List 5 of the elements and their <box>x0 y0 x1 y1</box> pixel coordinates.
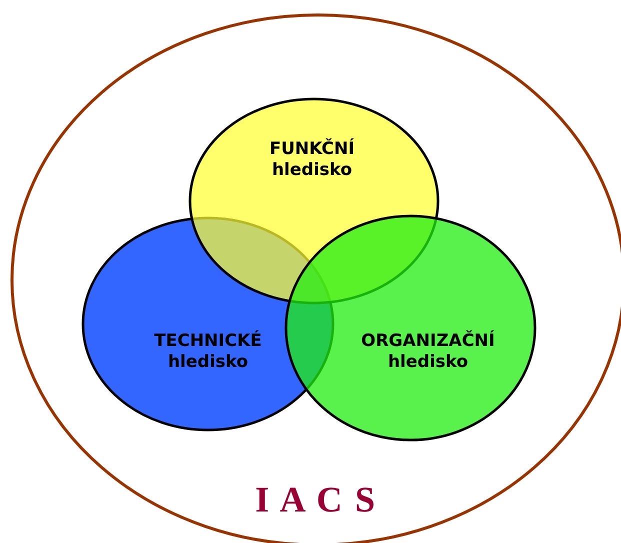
circle-label: FUNKČNÍ hledisko <box>269 138 355 182</box>
ellipse-label: I A C S <box>255 478 377 522</box>
venn-circle <box>286 216 535 440</box>
circle-label: ORGANIZAČNÍ hledisko <box>361 330 495 374</box>
circle-label: TECHNICKÉ hledisko <box>154 330 262 374</box>
